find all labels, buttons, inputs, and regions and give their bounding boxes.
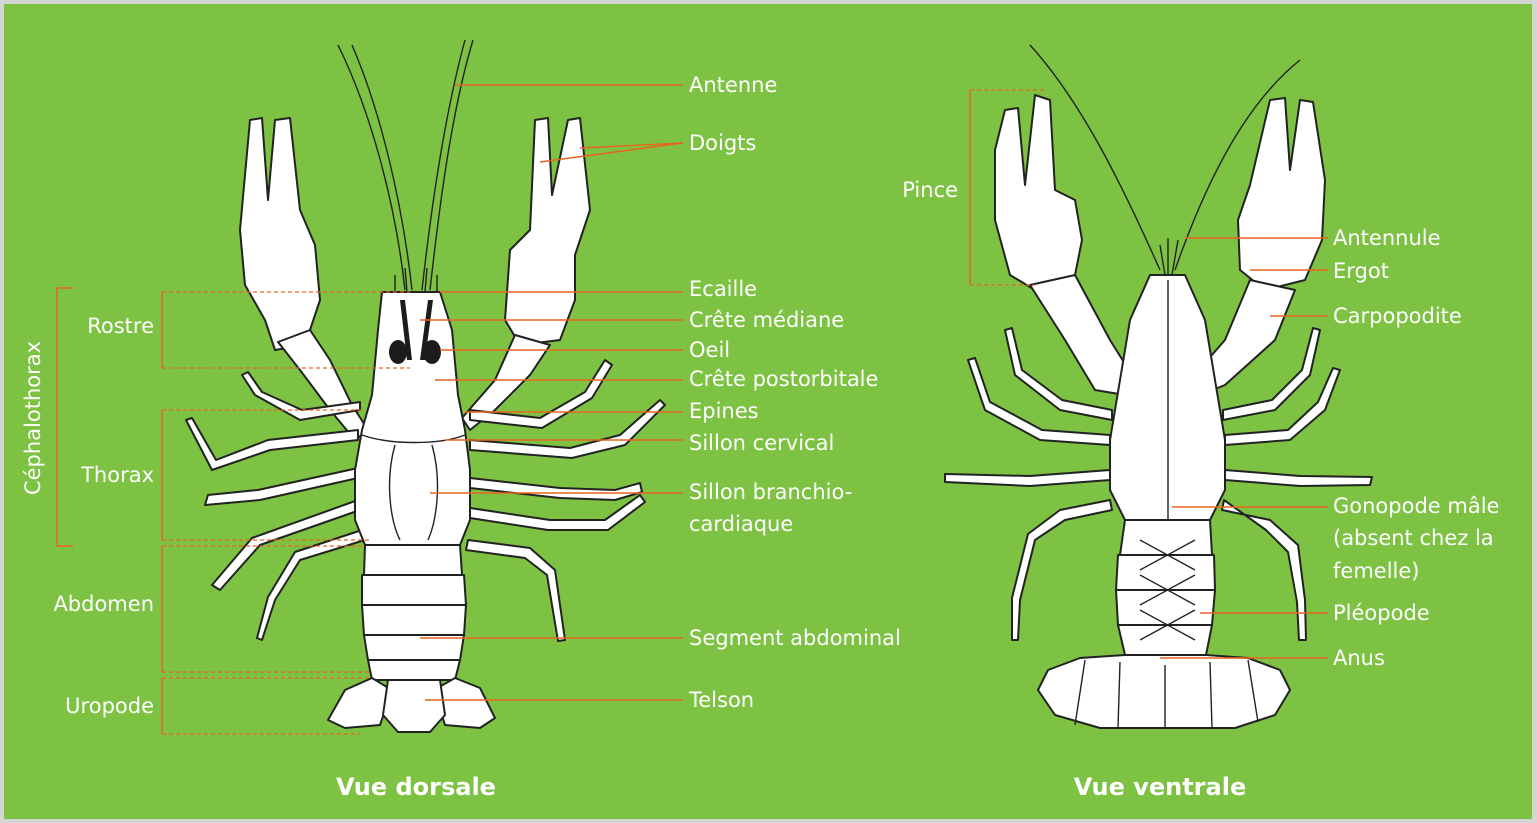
dorsal-leg-left-3 — [205, 468, 358, 505]
ventral-cheliped-left — [1030, 275, 1135, 395]
dorsal-abdomen-seg-2 — [362, 575, 466, 605]
dorsal-antenna-right-inner — [422, 40, 465, 290]
label-epines: Epines — [689, 399, 759, 423]
dorsal-claw-left — [240, 118, 320, 350]
ventral-crayfish-illustration — [945, 45, 1372, 728]
label-pince: Pince — [902, 178, 958, 202]
bracket-cephalothorax — [57, 288, 73, 546]
dorsal-cephalothorax — [355, 292, 470, 545]
label-uropode: Uropode — [65, 694, 154, 718]
label-sillon-branchio-1: Sillon branchio- — [689, 480, 852, 504]
dorsal-telson — [383, 680, 445, 732]
dorsal-crayfish-illustration — [186, 40, 665, 732]
label-rostre: Rostre — [87, 314, 154, 338]
dorsal-abdomen-seg-4 — [364, 635, 464, 660]
dorsal-leg-left-2 — [186, 418, 358, 470]
label-carpopodite: Carpopodite — [1333, 304, 1462, 328]
label-telson: Telson — [688, 688, 754, 712]
label-doigts: Doigts — [689, 131, 756, 155]
label-antenne: Antenne — [689, 73, 777, 97]
dorsal-antenna-right — [430, 40, 473, 290]
label-crete-mediane: Crête médiane — [689, 308, 844, 332]
dorsal-abdomen-seg-5 — [368, 660, 460, 680]
ventral-leg-right-3 — [1225, 470, 1372, 486]
label-anus: Anus — [1333, 646, 1385, 670]
label-gonopode-3: femelle) — [1333, 559, 1419, 583]
dorsal-leg-right-5 — [466, 540, 565, 641]
label-gonopode-1: Gonopode mâle — [1333, 494, 1499, 518]
caption-dorsal: Vue dorsale — [336, 773, 496, 801]
caption-ventral: Vue ventrale — [1074, 773, 1246, 801]
label-oeil: Oeil — [689, 338, 730, 362]
label-thorax: Thorax — [80, 463, 154, 487]
ventral-claw-right — [1238, 98, 1325, 290]
label-cephalothorax: Céphalothorax — [21, 341, 45, 495]
ventral-leg-right-4 — [1222, 500, 1306, 640]
dorsal-leg-right-4 — [470, 495, 645, 530]
dorsal-claw-right — [505, 118, 590, 345]
ventral-claw-left — [995, 95, 1082, 290]
ventral-leg-left-3 — [945, 470, 1110, 486]
label-ergot: Ergot — [1333, 259, 1389, 283]
ventral-leg-left-4 — [1012, 500, 1112, 640]
dorsal-antenna-left — [338, 45, 405, 290]
label-abdomen: Abdomen — [53, 592, 154, 616]
label-antennule: Antennule — [1333, 226, 1441, 250]
label-crete-postorbitale: Crête postorbitale — [689, 367, 878, 391]
dorsal-cheliped-left — [278, 330, 368, 440]
dorsal-abdomen-seg-1 — [364, 545, 462, 575]
label-sillon-branchio-2: cardiaque — [689, 512, 793, 536]
ventral-abdomen-seg-3 — [1116, 590, 1215, 625]
label-sillon-cervical: Sillon cervical — [689, 431, 834, 455]
dorsal-abdomen-seg-3 — [362, 605, 466, 635]
label-ecaille: Ecaille — [689, 277, 757, 301]
label-gonopode-2: (absent chez la — [1333, 526, 1494, 550]
dorsal-eye-right — [423, 340, 441, 364]
ventral-abdomen-seg-1 — [1120, 520, 1212, 555]
label-pleopode: Pléopode — [1333, 601, 1430, 625]
dorsal-eye-left — [389, 340, 407, 364]
label-segment-abdominal: Segment abdominal — [689, 626, 901, 650]
ventral-abdomen-seg-4 — [1118, 625, 1212, 655]
ventral-abdomen-seg-2 — [1116, 555, 1215, 590]
dorsal-uropod-left — [328, 678, 392, 728]
dorsal-leg-right-3 — [470, 478, 642, 500]
